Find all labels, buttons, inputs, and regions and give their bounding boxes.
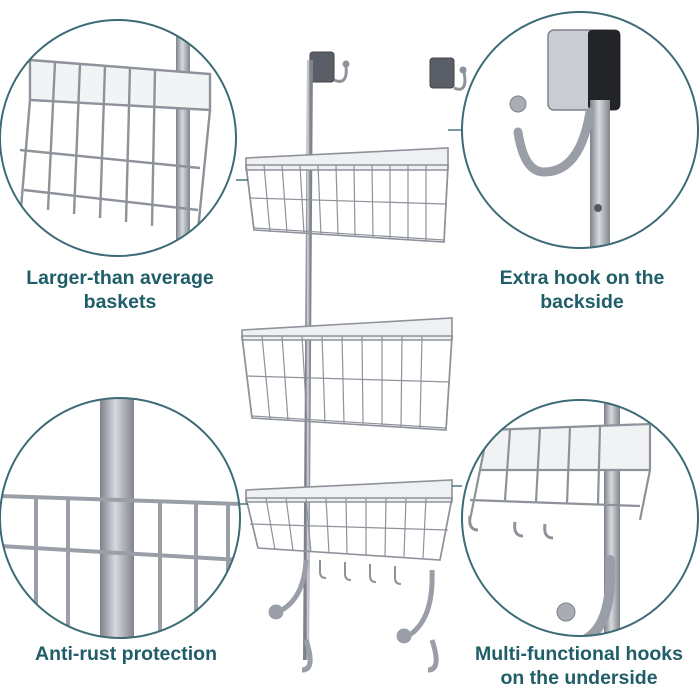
- shower-caddy-rack: [241, 51, 467, 673]
- feature-label-multi-hooks-line2: on the underside: [500, 667, 658, 689]
- detail-circle-anti-rust: [0, 397, 241, 639]
- feature-label-extra-hook: Extra hook on the backside: [464, 266, 700, 314]
- detail-circle-underside-hooks: [461, 399, 699, 637]
- feature-label-extra-hook-line1: Extra hook on the: [499, 267, 665, 289]
- feature-label-baskets-line2: baskets: [83, 291, 157, 313]
- feature-label-anti-rust-line1: Anti-rust protection: [35, 643, 217, 665]
- detail-circle-basket: [0, 19, 237, 257]
- basket-middle: [241, 317, 453, 431]
- basket-bottom: [244, 479, 453, 585]
- detail-circle-back-hook: [461, 11, 699, 249]
- feature-label-baskets: Larger-than average baskets: [0, 266, 240, 314]
- feature-label-baskets-line1: Larger-than average: [26, 267, 214, 289]
- feature-label-extra-hook-line2: backside: [540, 291, 624, 313]
- feature-label-anti-rust: Anti-rust protection: [0, 642, 252, 666]
- bottom-large-hooks: [268, 559, 439, 673]
- callout-lines: [236, 129, 462, 505]
- feature-label-multi-hooks-line1: Multi-functional hooks: [475, 643, 683, 665]
- top-door-hooks: [309, 51, 467, 91]
- basket-top: [245, 147, 449, 243]
- feature-label-multi-hooks: Multi-functional hooks on the underside: [458, 642, 700, 690]
